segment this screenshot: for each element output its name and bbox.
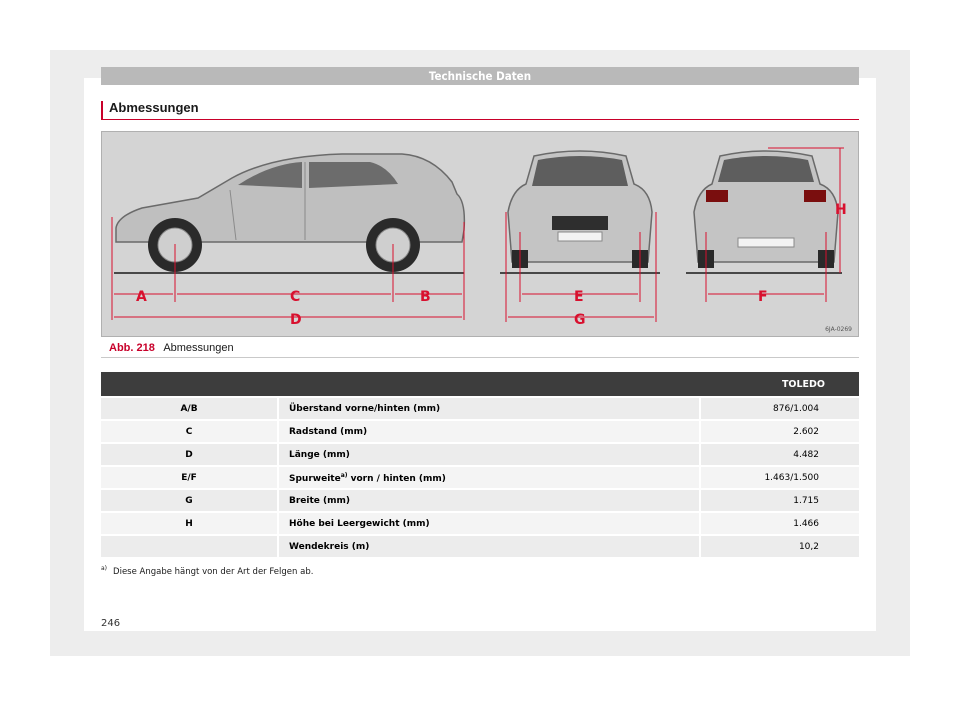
footnote-marker: a) bbox=[101, 565, 108, 572]
row-code: G bbox=[101, 490, 277, 511]
row-label: Höhe bei Leergewicht (mm) bbox=[277, 513, 699, 534]
dim-label-e: E bbox=[574, 289, 584, 305]
dimensions-table: TOLEDO A/B Überstand vorne/hinten (mm) 8… bbox=[101, 370, 859, 559]
dim-label-a: A bbox=[136, 289, 147, 305]
front-windshield bbox=[532, 156, 628, 186]
row-code bbox=[101, 536, 277, 557]
row-code: C bbox=[101, 421, 277, 442]
row-value: 1.466 bbox=[699, 513, 859, 534]
row-code: A/B bbox=[101, 398, 277, 419]
front-plate bbox=[557, 231, 603, 242]
row-code: H bbox=[101, 513, 277, 534]
footnote-text: Diese Angabe hängt von der Art der Felge… bbox=[113, 566, 314, 577]
rear-window bbox=[718, 156, 814, 182]
table-row: A/B Überstand vorne/hinten (mm) 876/1.00… bbox=[101, 398, 859, 419]
table-row: H Höhe bei Leergewicht (mm) 1.466 bbox=[101, 513, 859, 534]
side-window-rear bbox=[309, 162, 398, 188]
row-value: 1.715 bbox=[699, 490, 859, 511]
dim-label-f: F bbox=[758, 289, 768, 305]
table-header-row: TOLEDO bbox=[101, 372, 859, 396]
footnote-marker: a) bbox=[340, 471, 348, 479]
row-code: E/F bbox=[101, 467, 277, 488]
footnote: a) Diese Angabe hängt von der Art der Fel… bbox=[101, 565, 313, 577]
table-header-cell bbox=[277, 372, 699, 396]
front-grille bbox=[552, 216, 608, 230]
door-front-line bbox=[229, 189, 237, 241]
dim-label-b: B bbox=[420, 289, 431, 305]
row-label: Länge (mm) bbox=[277, 444, 699, 465]
vehicle-dimension-drawing: A C B D E G F H bbox=[111, 147, 847, 328]
figure-caption: Abb. 218 Abmessungen bbox=[109, 342, 234, 354]
table-header-model: TOLEDO bbox=[699, 372, 859, 396]
chapter-header: Technische Daten bbox=[101, 67, 859, 85]
row-value: 2.602 bbox=[699, 421, 859, 442]
section-title: Abmessungen bbox=[109, 100, 199, 115]
caption-text: Abmessungen bbox=[163, 342, 234, 354]
rear-plate bbox=[737, 237, 795, 248]
rear-light-right bbox=[804, 190, 826, 202]
row-label: Überstand vorne/hinten (mm) bbox=[277, 398, 699, 419]
dimensions-figure: A C B D E G F H bbox=[101, 131, 859, 337]
page-number: 246 bbox=[101, 618, 121, 629]
rear-light-left bbox=[706, 190, 728, 202]
side-window-front bbox=[238, 162, 302, 188]
row-label: Breite (mm) bbox=[277, 490, 699, 511]
row-label: Wendekreis (m) bbox=[277, 536, 699, 557]
dim-label-g: G bbox=[574, 312, 586, 328]
row-label: Radstand (mm) bbox=[277, 421, 699, 442]
table-row: G Breite (mm) 1.715 bbox=[101, 490, 859, 511]
row-code: D bbox=[101, 444, 277, 465]
row-value: 4.482 bbox=[699, 444, 859, 465]
section-underline bbox=[101, 119, 859, 120]
section-marker bbox=[101, 101, 103, 119]
dim-label-h: H bbox=[835, 202, 847, 218]
table-row: D Länge (mm) 4.482 bbox=[101, 444, 859, 465]
dim-label-d: D bbox=[290, 312, 302, 328]
dim-label-c: C bbox=[290, 289, 300, 305]
table-row: Wendekreis (m) 10,2 bbox=[101, 536, 859, 557]
caption-number: Abb. 218 bbox=[109, 342, 155, 354]
row-value: 10,2 bbox=[699, 536, 859, 557]
row-value: 876/1.004 bbox=[699, 398, 859, 419]
caption-divider bbox=[101, 357, 859, 358]
table-header-cell bbox=[101, 372, 277, 396]
row-label: Spurweitea) vorn / hinten (mm) bbox=[277, 467, 699, 488]
figure-code: 6JA-0269 bbox=[825, 326, 852, 333]
table-row: C Radstand (mm) 2.602 bbox=[101, 421, 859, 442]
row-value: 1.463/1.500 bbox=[699, 467, 859, 488]
table-row: E/F Spurweitea) vorn / hinten (mm) 1.463… bbox=[101, 467, 859, 488]
